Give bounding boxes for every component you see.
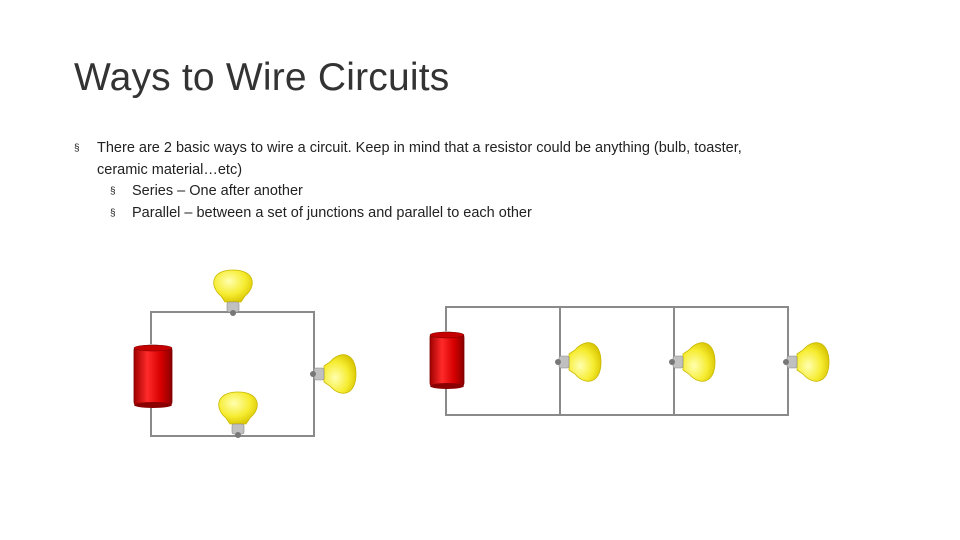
bullet-text: Parallel – between a set of junctions an… bbox=[132, 204, 532, 221]
parallel-circuit bbox=[429, 306, 830, 416]
battery-icon bbox=[429, 331, 465, 389]
slide-title: Ways to Wire Circuits bbox=[74, 56, 450, 99]
bullet-item: § There are 2 basic ways to wire a circu… bbox=[74, 138, 794, 181]
light-bulb-icon bbox=[213, 269, 253, 316]
parallel-wire-outer bbox=[445, 306, 789, 416]
bullet-text: Series – One after another bbox=[132, 183, 303, 199]
bullet-text: There are 2 basic ways to wire a circuit… bbox=[97, 140, 742, 178]
light-bulb-icon bbox=[218, 391, 258, 438]
light-bulb-icon bbox=[310, 354, 357, 394]
light-bulb-icon bbox=[669, 342, 716, 382]
light-bulb-icon bbox=[555, 342, 602, 382]
sub-bullet-item-series: § Series – One after another bbox=[74, 181, 794, 203]
battery-icon bbox=[133, 344, 173, 408]
bullet-marker: § bbox=[110, 186, 116, 197]
bullet-list: § There are 2 basic ways to wire a circu… bbox=[74, 138, 794, 224]
sub-bullet-item-parallel: § Parallel – between a set of junctions … bbox=[74, 203, 794, 225]
bullet-marker: § bbox=[74, 143, 80, 154]
bullet-marker: § bbox=[110, 207, 116, 219]
series-circuit bbox=[133, 269, 357, 438]
light-bulb-icon bbox=[783, 342, 830, 382]
